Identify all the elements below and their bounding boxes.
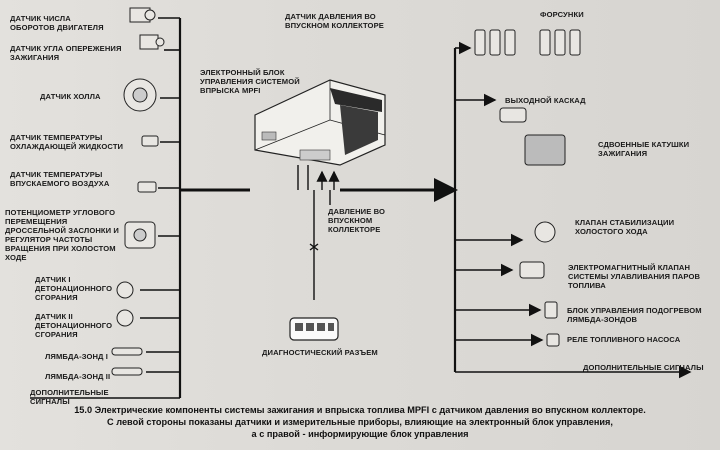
lambda-heater-control-label: БЛОК УПРАВЛЕНИЯ ПОДОГРЕВОМ ЛЯМБДА-ЗОНДОВ (567, 306, 702, 324)
manifold-pressure-label: ДАВЛЕНИЕ ВО ВПУСКНОМ КОЛЛЕКТОРЕ (328, 207, 385, 234)
diagnostic-connector (289, 317, 339, 341)
actuator-icons (474, 29, 581, 347)
knock-sensor-1-label: ДАТЧИК I ДЕТОНАЦИОННОГО СГОРАНИЯ (35, 275, 113, 302)
ecu-label: ЭЛЕКТРОННЫЙ БЛОК УПРАВЛЕНИЯ СИСТЕМОЙ ВПР… (200, 68, 300, 95)
sensor-intake-air-temp-label: ДАТЧИК ТЕМПЕРАТУРЫ ВПУСКАЕМОГО ВОЗДУХА (10, 170, 110, 188)
ecu-unit (254, 79, 386, 166)
output-stage-label: ВЫХОДНОЙ КАСКАД (505, 96, 586, 105)
right-branches (455, 41, 692, 379)
diagnostic-connector-label: ДИАГНОСТИЧЕСКИЙ РАЗЪЕМ (262, 348, 378, 357)
sensor-icons (111, 7, 165, 376)
fuel-pump-relay-label: РЕЛЕ ТОПЛИВНОГО НАСОСА (567, 335, 681, 344)
extra-signals-left-label: ДОПОЛНИТЕЛЬНЫЕ СИГНАЛЫ (30, 388, 109, 406)
caption-line-2: С левой стороны показаны датчики и измер… (107, 417, 613, 427)
caption-line-3: а с правой - информирующие блок управлен… (251, 429, 469, 439)
sensor-coolant-temp-label: ДАТЧИК ТЕМПЕРАТУРЫ ОХЛАЖДАЮЩЕЙ ЖИДКОСТИ (10, 133, 124, 151)
left-branches (30, 17, 180, 399)
sensor-hall-label: ДАТЧИК ХОЛЛА (40, 92, 101, 101)
lambda-probe-1-label: ЛЯМБДА-ЗОНД I (45, 352, 108, 361)
map-sensor-label: ДАТЧИК ДАВЛЕНИЯ ВО ВПУСКНОМ КОЛЛЕКТОРЕ (285, 12, 384, 30)
throttle-potentiometer-label: ПОТЕНЦИОМЕТР УГЛОВОГО ПЕРЕМЕЩЕНИЯ ДРОССЕ… (5, 208, 119, 262)
lambda-probe-2-label: ЛЯМБДА-ЗОНД II (45, 372, 111, 381)
sensor-crank-speed-label: ДАТЧИК ЧИСЛА ОБОРОТОВ ДВИГАТЕЛЯ (10, 14, 104, 32)
right-bus (340, 48, 458, 372)
center-lines (297, 165, 340, 300)
dual-ignition-coils-label: СДВОЕННЫЕ КАТУШКИ ЗАЖИГАНИЯ (598, 140, 690, 158)
knock-sensor-2-label: ДАТЧИК II ДЕТОНАЦИОННОГО СГОРАНИЯ (35, 312, 113, 339)
sensor-ignition-advance-label: ДАТЧИК УГЛА ОПЕРЕЖЕНИЯ ЗАЖИГАНИЯ (10, 44, 122, 62)
left-bus (178, 18, 250, 398)
caption-line-1: 15.0 Электрические компоненты системы за… (74, 405, 646, 415)
evap-valve-label: ЭЛЕКТРОМАГНИТНЫЙ КЛАПАН СИСТЕМЫ УЛАВЛИВА… (568, 263, 701, 290)
idle-valve-label: КЛАПАН СТАБИЛИЗАЦИИ ХОЛОСТОГО ХОДА (575, 218, 675, 236)
injectors-label: ФОРСУНКИ (540, 10, 584, 19)
extra-signals-right-label: ДОПОЛНИТЕЛЬНЫЕ СИГНАЛЫ (583, 363, 704, 372)
